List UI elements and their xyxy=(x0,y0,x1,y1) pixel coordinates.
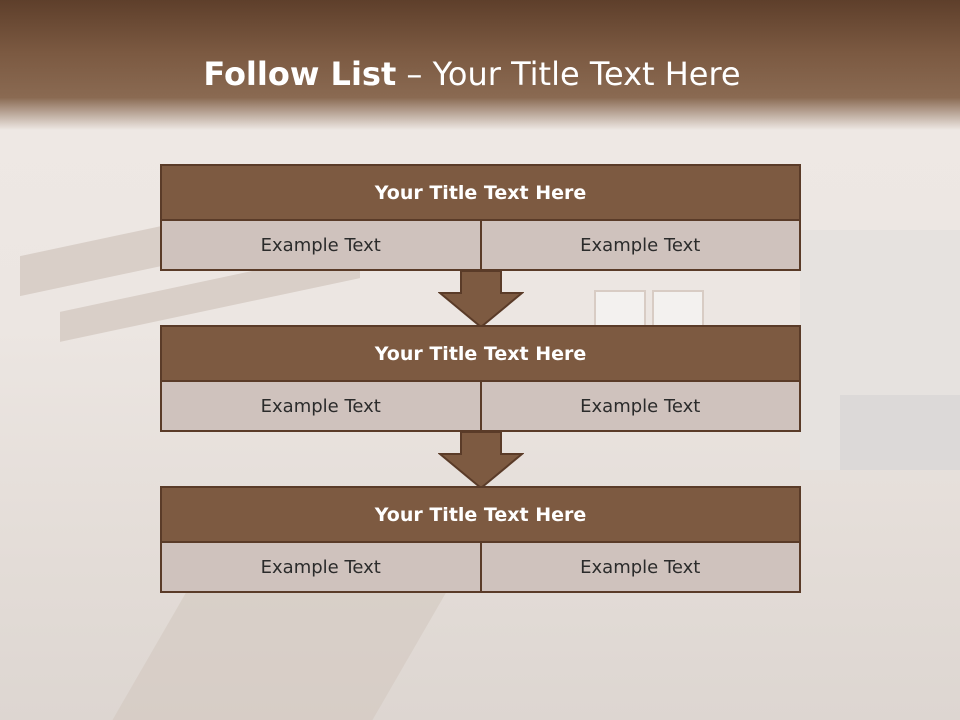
list-block-title: Your Title Text Here xyxy=(160,164,801,221)
list-cell-left: Example Text xyxy=(160,543,482,593)
kitchen-counter xyxy=(840,395,960,470)
list-cell-right: Example Text xyxy=(481,543,801,593)
page-title-bold: Follow List xyxy=(203,55,397,93)
floor-shadow xyxy=(112,590,448,720)
list-block-title: Your Title Text Here xyxy=(160,325,801,382)
list-block-row: Example Text Example Text xyxy=(160,382,801,432)
list-block: Your Title Text Here Example Text Exampl… xyxy=(160,164,801,271)
list-block: Your Title Text Here Example Text Exampl… xyxy=(160,486,801,593)
list-block-row: Example Text Example Text xyxy=(160,221,801,271)
page-title-rest: – Your Title Text Here xyxy=(406,55,741,93)
list-cell-left: Example Text xyxy=(160,221,482,271)
list-block-title: Your Title Text Here xyxy=(160,486,801,543)
list-cell-right: Example Text xyxy=(481,382,801,432)
down-arrow-icon xyxy=(438,271,524,327)
list-block-row: Example Text Example Text xyxy=(160,543,801,593)
list-block: Your Title Text Here Example Text Exampl… xyxy=(160,325,801,432)
list-cell-right: Example Text xyxy=(481,221,801,271)
page-title: Follow List – Your Title Text Here xyxy=(0,52,944,96)
list-cell-left: Example Text xyxy=(160,382,482,432)
header-band xyxy=(0,0,960,130)
down-arrow-icon xyxy=(438,432,524,488)
